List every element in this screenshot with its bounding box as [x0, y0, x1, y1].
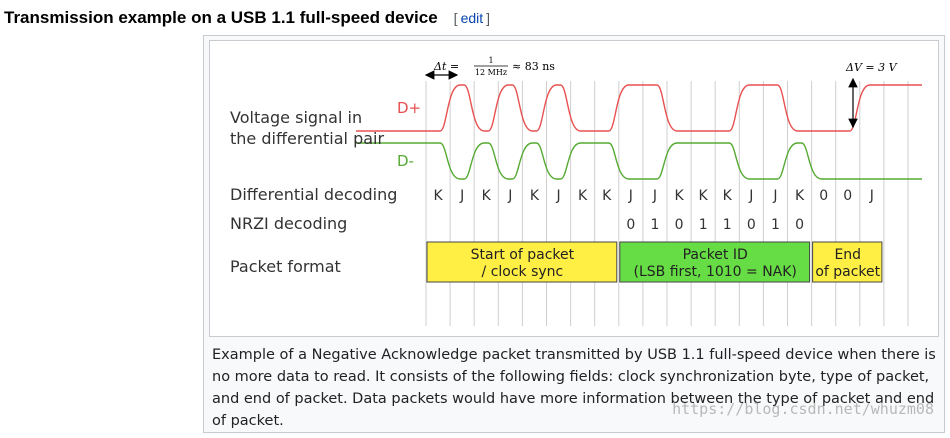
differential-symbol: J	[869, 188, 874, 204]
nrzi-bit: 0	[675, 217, 684, 233]
differential-symbol: J	[459, 188, 464, 204]
edit-section: [edit]	[454, 10, 490, 26]
differential-symbol: 0	[819, 188, 828, 204]
section-heading: Transmission example on a USB 1.1 full-s…	[4, 8, 490, 34]
section-title: Transmission example on a USB 1.1 full-s…	[4, 8, 438, 27]
edit-bracket-close: ]	[486, 10, 491, 26]
nrzi-bit: 0	[795, 217, 804, 233]
packet-field-sync-line1: Start of packet	[471, 247, 575, 263]
nrzi-bit: 1	[771, 217, 780, 233]
packet-field-pid-line2: (LSB first, 1010 = NAK)	[633, 264, 796, 280]
figure-caption: Example of a Negative Acknowledge packet…	[212, 347, 936, 429]
differential-symbol: J	[555, 188, 560, 204]
packet-field-sync: Start of packet/ clock sync	[426, 241, 618, 283]
differential-decoding-label: Differential decoding	[230, 185, 397, 204]
dplus-label: D+	[397, 99, 421, 117]
differential-symbol: K	[699, 188, 709, 204]
differential-symbol: K	[795, 188, 805, 204]
differential-symbol: J	[748, 188, 753, 204]
packet-field-pid: Packet ID(LSB first, 1010 = NAK)	[619, 241, 811, 283]
nrzi-bit: 1	[650, 217, 659, 233]
differential-symbol: K	[578, 188, 588, 204]
differential-symbol: K	[602, 188, 612, 204]
signal-traces	[356, 84, 922, 180]
packet-field-sync-line2: / clock sync	[482, 264, 564, 280]
bit-time-gridlines	[425, 81, 909, 326]
differential-symbol: K	[723, 188, 733, 204]
packet-field-eop-line2: of packet	[815, 264, 880, 280]
differential-symbol: J	[628, 188, 633, 204]
delta-t-label: Δt =	[433, 60, 459, 73]
differential-symbol: J	[652, 188, 657, 204]
differential-symbol: J	[507, 188, 512, 204]
packet-field-pid-line1: Packet ID	[683, 247, 748, 263]
packet-field-pid-box	[619, 241, 811, 283]
nrzi-bit: 0	[626, 217, 635, 233]
edit-bracket-open: [	[453, 10, 458, 26]
signal-label-line2: the differential pair	[230, 129, 384, 148]
packet-field-sync-box	[426, 241, 618, 283]
dminus-label: D-	[397, 152, 414, 170]
differential-symbol: K	[674, 188, 684, 204]
differential-symbol: 0	[843, 188, 852, 204]
nrzi-bit: 1	[723, 217, 732, 233]
delta-v-label: ΔV = 3 V	[845, 61, 898, 74]
packet-field-eop-box	[812, 241, 883, 283]
edit-link[interactable]: edit	[460, 10, 484, 26]
delta-t-approx: ≈ 83 ns	[512, 60, 555, 73]
packet-format-label: Packet format	[230, 257, 341, 276]
differential-symbol: K	[530, 188, 540, 204]
delta-t-denominator: 12 MHz	[475, 68, 507, 77]
differential-symbol: J	[772, 188, 777, 204]
packet-field-eop-line1: End	[834, 247, 861, 263]
watermark-text: https://blog.csdn.net/whuzm08	[672, 400, 934, 418]
nrzi-bit: 1	[699, 217, 708, 233]
differential-symbol: K	[482, 188, 492, 204]
dminus-trace	[356, 142, 922, 180]
nrzi-bit: 0	[747, 217, 756, 233]
signal-label-line1: Voltage signal in	[230, 108, 362, 127]
nrzi-decoding-label: NRZI decoding	[230, 214, 347, 233]
dplus-trace	[356, 84, 922, 132]
delta-t-numerator: 1	[488, 56, 493, 65]
differential-symbol: K	[433, 188, 443, 204]
